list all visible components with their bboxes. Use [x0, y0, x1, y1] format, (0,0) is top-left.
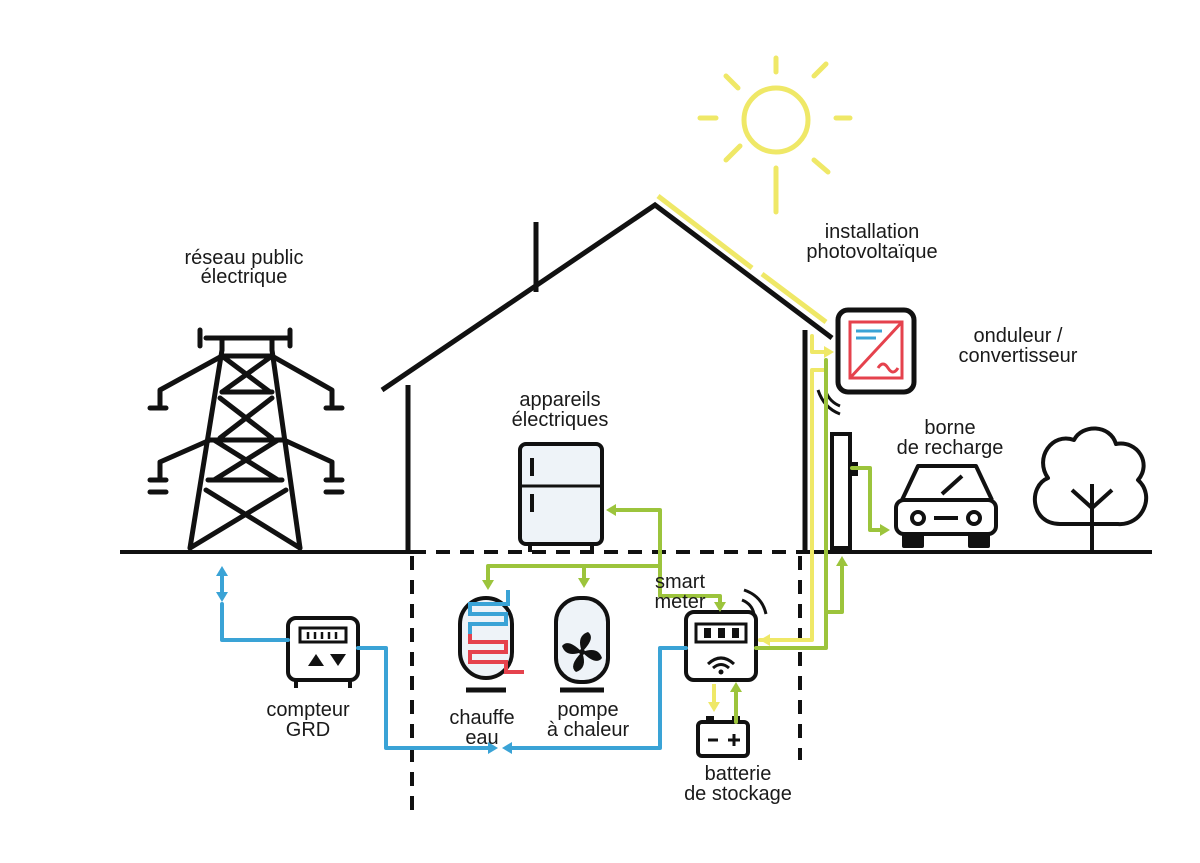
- house-icon: [380, 201, 834, 820]
- sun-icon: [697, 55, 853, 215]
- consumption-flow: [486, 358, 884, 724]
- smart-meter-icon: [684, 588, 768, 682]
- grid-label: réseau public électrique: [185, 247, 304, 288]
- pv-panels: [656, 194, 828, 324]
- power-pylon-icon: [147, 327, 345, 551]
- charging-station-icon: [830, 432, 858, 550]
- appliances-label-line2: électriques: [512, 409, 609, 431]
- grid-meter-icon: [286, 616, 360, 688]
- water-heater-label-line1: chauffe: [449, 707, 514, 729]
- battery-label: batterie de stockage: [684, 763, 792, 805]
- grid-label-line1: réseau public: [185, 247, 304, 269]
- charger-label-line1: borne: [924, 417, 975, 439]
- inverter-icon: [816, 307, 917, 416]
- pv-label: installation photovoltaïque: [806, 221, 937, 263]
- inverter-label-line1: onduleur /: [974, 325, 1063, 347]
- smart-meter-label: smart meter: [654, 571, 705, 613]
- water-heater-label-line2: eau: [465, 727, 498, 749]
- battery-label-line2: de stockage: [684, 783, 792, 805]
- pv-label-line2: photovoltaïque: [806, 241, 937, 263]
- car-icon: [894, 464, 998, 548]
- appliances-label: appareils électriques: [512, 389, 609, 431]
- battery-label-line1: batterie: [705, 763, 772, 785]
- heat-pump-icon: [554, 596, 610, 693]
- fridge-icon: [518, 442, 604, 552]
- solar-flow-arrows: [708, 346, 834, 712]
- heat-pump-label: pompe à chaleur: [547, 699, 630, 741]
- grid-flow: [220, 574, 688, 750]
- battery-icon: [696, 716, 750, 758]
- grid-label-line2: électrique: [201, 266, 288, 288]
- inverter-label-line2: convertisseur: [959, 345, 1078, 367]
- charger-label-line2: de recharge: [897, 437, 1004, 459]
- water-heater-icon: [458, 590, 524, 693]
- grid-meter-label-line2: GRD: [286, 719, 330, 741]
- charger-label: borne de recharge: [897, 417, 1004, 459]
- appliances-label-line1: appareils: [519, 389, 600, 411]
- smart-meter-label-line1: smart: [655, 571, 705, 593]
- smart-meter-label-line2: meter: [654, 591, 705, 613]
- heat-pump-label-line1: pompe: [557, 699, 618, 721]
- consumption-flow-arrows: [482, 504, 890, 692]
- pv-label-line1: installation: [825, 221, 920, 243]
- solar-flow: [758, 334, 828, 642]
- water-heater-label: chauffe eau: [449, 707, 514, 749]
- grid-meter-label-line1: compteur: [266, 699, 350, 721]
- grid-flow-arrows: [216, 566, 512, 754]
- grid-meter-label: compteur GRD: [266, 699, 350, 741]
- heat-pump-label-line2: à chaleur: [547, 719, 630, 741]
- inverter-label: onduleur / convertisseur: [959, 325, 1078, 367]
- tree-icon: [1032, 426, 1149, 550]
